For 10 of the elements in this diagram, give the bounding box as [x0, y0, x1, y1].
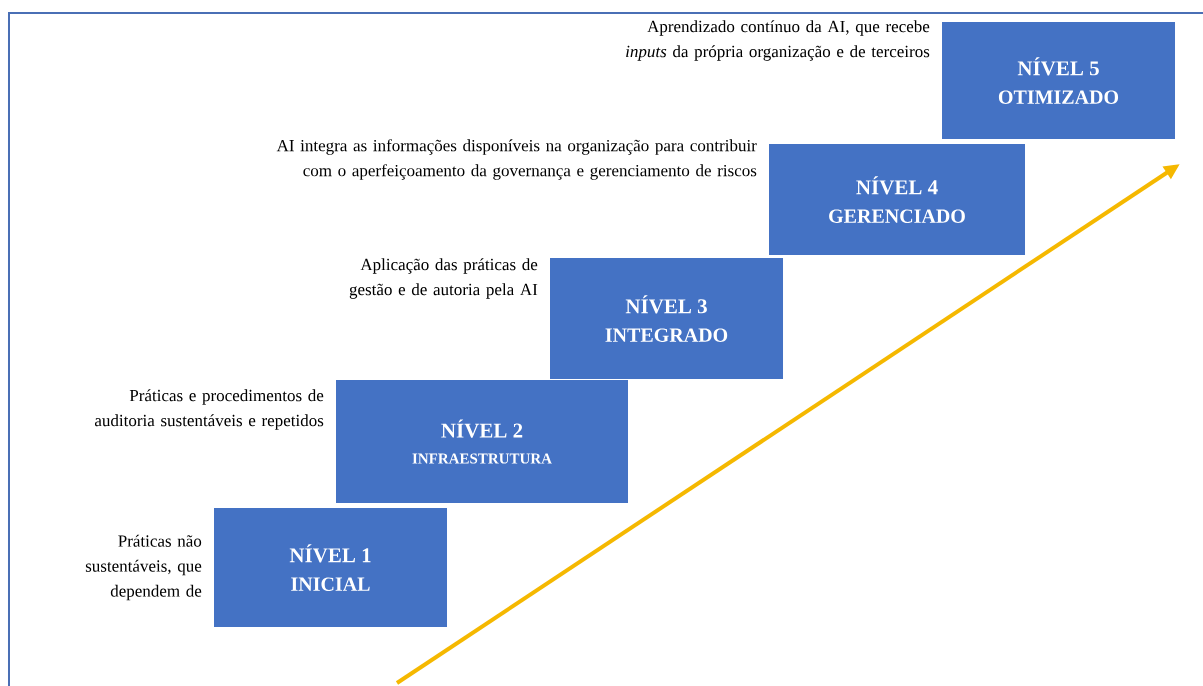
level-box: NÍVEL 3 INTEGRADO: [550, 258, 783, 379]
description-text: Práticas não sustentáveis, que dependem de: [85, 534, 202, 601]
level-box: NÍVEL 1 INICIAL: [214, 508, 447, 627]
description-text: Práticas e procedimentos de auditoria sustentáveis e repetidos: [94, 389, 324, 430]
description-text: AI integra as informações disponíveis na organização para contribuir com o aperfeiçoamento da governança e gerenciamento de riscos: [276, 139, 757, 180]
level-box: NÍVEL 4 GERENCIADO: [769, 144, 1025, 255]
description-text: Aplicação das práticas de gestão e de autoria pela AI: [349, 258, 538, 299]
level-box: NÍVEL 2 INFRAESTRUTURA: [336, 380, 628, 503]
description-text: Aprendizado contínuo da AI, que recebe inputs da própria organização e de terceiros: [626, 20, 930, 61]
level-box: NÍVEL 5 OTIMIZADO: [942, 22, 1175, 139]
